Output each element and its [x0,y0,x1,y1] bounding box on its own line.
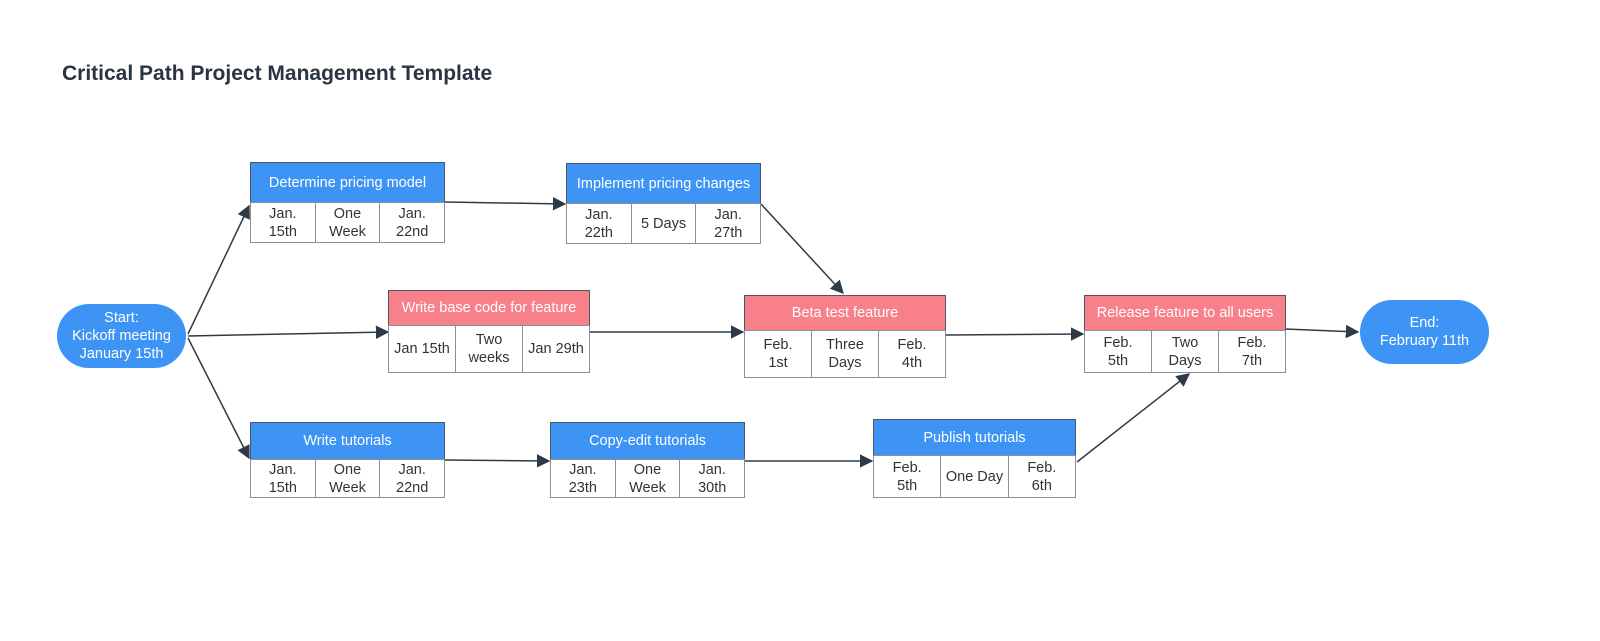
task-release-feature[interactable]: Release feature to all users Feb. 5th Tw… [1084,295,1286,373]
task-finish-date: Jan. 30th [679,460,744,497]
start-node-line-3: January 15th [79,346,164,362]
end-node-line-1: End: [1409,315,1440,331]
task-title: Write base code for feature [388,290,590,325]
start-node-line-1: Start: [104,310,139,326]
task-duration: Three Days [811,331,878,377]
task-implement-pricing-changes[interactable]: Implement pricing changes Jan. 22th 5 Da… [566,163,761,244]
task-start-date: Jan. 23th [568,461,597,496]
task-title: Copy-edit tutorials [550,422,745,459]
task-start-date: Jan 15th [394,341,450,357]
task-determine-pricing-model[interactable]: Determine pricing model Jan. 15th One We… [250,162,445,243]
task-finish-date: Feb. 7th [1218,331,1285,372]
edge-start-to-pricing-model[interactable] [187,204,250,335]
task-finish-date: Jan. 22nd [379,203,444,242]
task-start-date: Feb. 1st [763,337,793,371]
task-write-base-code[interactable]: Write base code for feature Jan 15th Two… [388,290,590,373]
task-beta-test-feature[interactable]: Beta test feature Feb. 1st Three Days Fe… [744,295,946,378]
task-title: Publish tutorials [873,419,1076,455]
task-title: Release feature to all users [1084,295,1286,330]
task-start-date: Jan. 22th [584,206,613,241]
task-duration: Two Days [1151,331,1218,372]
edge-pricing-model-to-pricing-changes[interactable] [444,197,567,211]
edge-pricing-changes-to-beta-test[interactable] [760,203,844,294]
task-start-date: Jan. 15th [268,205,297,240]
task-copy-edit-tutorials[interactable]: Copy-edit tutorials Jan. 23th One Week J… [550,422,745,498]
task-start-date: Jan. 15th [268,461,297,496]
start-node[interactable]: Start: Kickoff meeting January 15th [57,304,186,368]
task-finish-date: Jan. 22nd [379,460,444,497]
task-title: Implement pricing changes [566,163,761,203]
task-finish-date: Feb. 4th [878,331,945,377]
edge-publish-to-release[interactable] [1076,373,1191,463]
edge-write-tutorials-to-copy-edit[interactable] [444,454,551,468]
edge-release-to-end[interactable] [1284,324,1360,339]
task-title: Beta test feature [744,295,946,330]
end-node-line-2: February 11th [1379,333,1470,349]
task-write-tutorials[interactable]: Write tutorials Jan. 15th One Week Jan. … [250,422,445,498]
task-title: Write tutorials [250,422,445,459]
task-finish-date: Feb. 6th [1007,456,1075,497]
start-node-line-2: Kickoff meeting [72,328,171,344]
task-duration: One Day [940,456,1007,497]
task-duration: One Week [314,203,380,242]
edge-start-to-base-code[interactable] [187,325,390,339]
task-duration: One Week [314,460,380,497]
end-node[interactable]: End: February 11th [1360,300,1489,364]
task-publish-tutorials[interactable]: Publish tutorials Feb. 5th One Day Feb. … [873,419,1076,498]
task-start-date: Feb. 5th [892,459,922,494]
task-duration: 5 Days [630,204,696,243]
task-duration: Two weeks [455,326,522,372]
page-title: Critical Path Project Management Templat… [62,62,493,85]
task-finish-date: Jan. 27th [695,204,760,243]
edge-start-to-write-tutorials[interactable] [187,337,250,460]
edge-beta-test-to-release[interactable] [945,327,1085,341]
task-duration: One Week [614,460,680,497]
task-title: Determine pricing model [250,162,445,202]
task-start-date: Feb. 5th [1103,334,1133,369]
task-finish-date: Jan 29th [522,326,589,372]
